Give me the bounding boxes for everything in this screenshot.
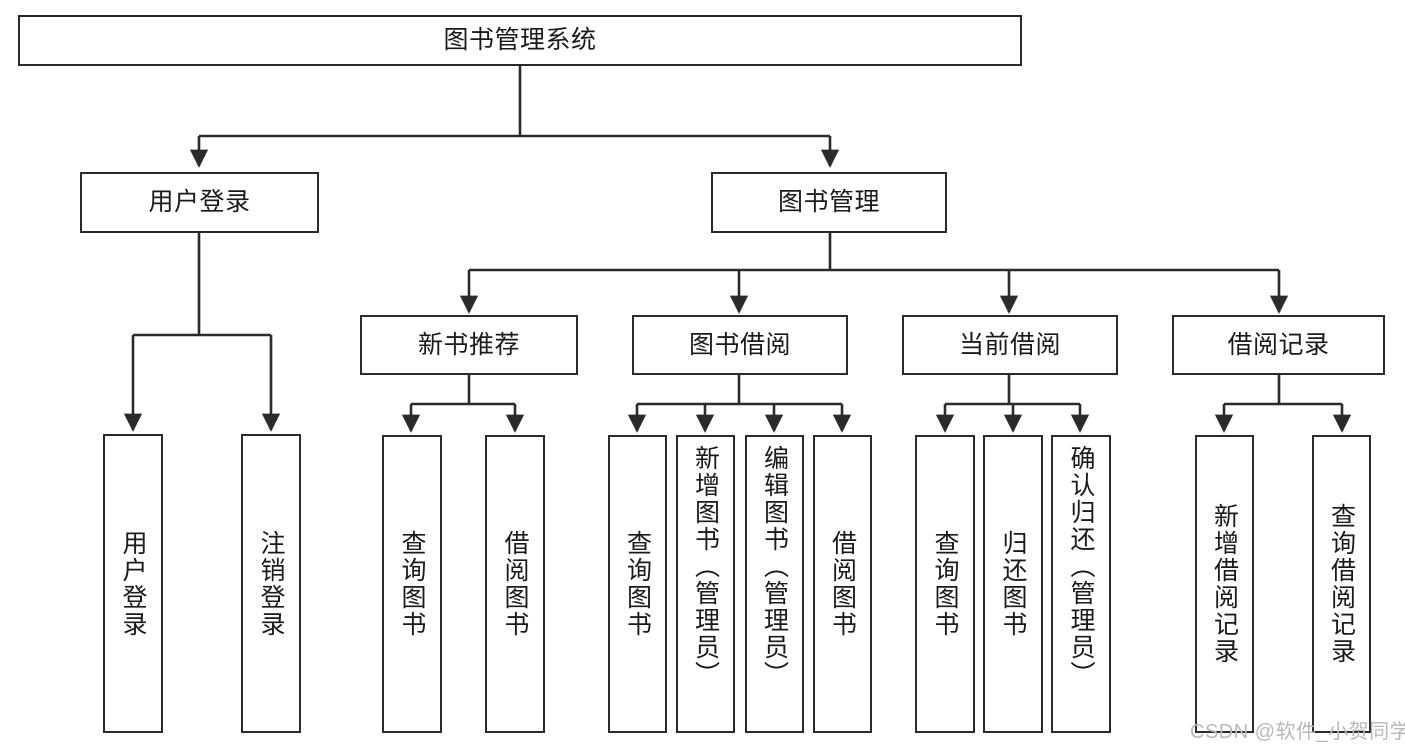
- node-book-manage[interactable]: 图书管理: [711, 172, 947, 233]
- node-borrow-record-label: 借阅记录: [1227, 330, 1330, 359]
- leaf-current-query-book[interactable]: 查询图书: [915, 435, 975, 733]
- leaf-logout-login-label: 注销登录: [257, 529, 285, 638]
- leaf-current-confirm-return-label: 确认归还（管理员）: [1067, 445, 1095, 688]
- leaf-borrow-add-book-label: 新增图书（管理员）: [691, 445, 720, 688]
- node-current-borrow-label: 当前借阅: [958, 330, 1061, 359]
- leaf-current-query-book-label: 查询图书: [931, 530, 959, 638]
- leaf-newbook-borrow-book-label: 借阅图书: [501, 530, 529, 638]
- node-borrow-record[interactable]: 借阅记录: [1172, 315, 1385, 375]
- leaf-record-add-record[interactable]: 新增借阅记录: [1195, 435, 1254, 733]
- leaf-borrow-query-book[interactable]: 查询图书: [608, 435, 667, 733]
- leaf-current-return-book-label: 归还图书: [999, 530, 1027, 638]
- leaf-borrow-borrow-book-label: 借阅图书: [828, 530, 857, 638]
- csdn-watermark: CSDN @软件_小贺同学: [1190, 721, 1405, 743]
- node-new-book-recommend-label: 新书推荐: [417, 330, 520, 359]
- leaf-borrow-borrow-book[interactable]: 借阅图书: [813, 435, 872, 733]
- leaf-borrow-query-book-label: 查询图书: [623, 530, 652, 638]
- leaf-borrow-edit-book-label: 编辑图书（管理员）: [760, 445, 789, 688]
- leaf-record-add-record-label: 新增借阅记录: [1210, 503, 1239, 665]
- node-root-system-label: 图书管理系统: [443, 26, 597, 55]
- leaf-newbook-borrow-book[interactable]: 借阅图书: [485, 435, 545, 733]
- leaf-user-login-label: 用户登录: [119, 529, 147, 638]
- leaf-newbook-query-book[interactable]: 查询图书: [382, 435, 442, 733]
- node-book-borrow[interactable]: 图书借阅: [632, 315, 848, 375]
- leaf-record-query-record[interactable]: 查询借阅记录: [1312, 435, 1371, 733]
- leaf-borrow-add-book[interactable]: 新增图书（管理员）: [676, 435, 735, 733]
- leaf-newbook-query-book-label: 查询图书: [398, 530, 426, 638]
- leaf-record-query-record-label: 查询借阅记录: [1327, 503, 1356, 665]
- node-root-system[interactable]: 图书管理系统: [18, 15, 1022, 66]
- leaf-user-login[interactable]: 用户登录: [103, 434, 163, 733]
- node-book-borrow-label: 图书借阅: [688, 330, 791, 359]
- leaf-current-confirm-return[interactable]: 确认归还（管理员）: [1051, 435, 1111, 733]
- node-user-login-label: 用户登录: [148, 188, 251, 217]
- leaf-logout-login[interactable]: 注销登录: [241, 434, 301, 733]
- node-user-login[interactable]: 用户登录: [80, 172, 319, 233]
- leaf-borrow-edit-book[interactable]: 编辑图书（管理员）: [745, 435, 804, 733]
- node-new-book-recommend[interactable]: 新书推荐: [360, 315, 578, 375]
- leaf-current-return-book[interactable]: 归还图书: [983, 435, 1043, 733]
- node-book-manage-label: 图书管理: [777, 188, 880, 217]
- node-current-borrow[interactable]: 当前借阅: [902, 315, 1118, 375]
